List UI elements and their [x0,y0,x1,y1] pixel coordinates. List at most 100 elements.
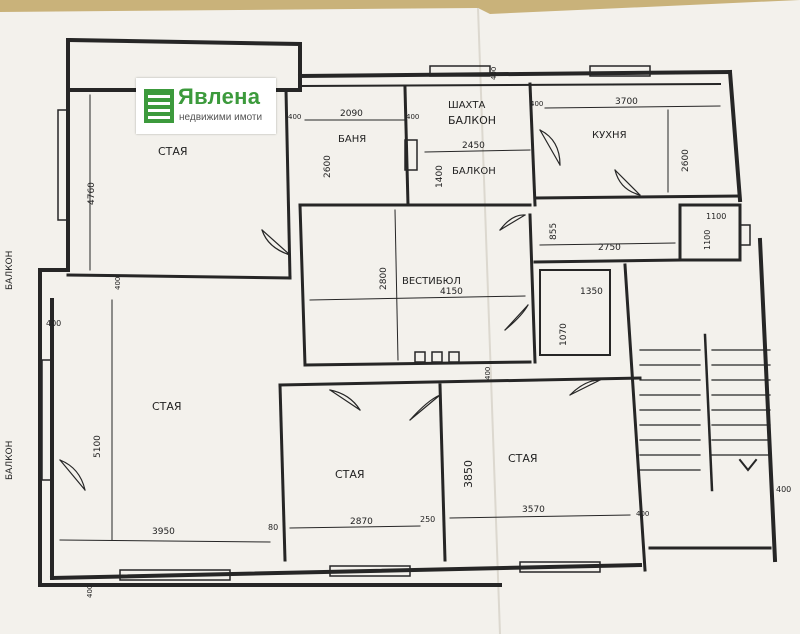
room-label-balkon-shaft: БАЛКОН [448,114,496,127]
door-swing-1 [261,229,291,256]
room-label-vestibyul: ВЕСТИБЮЛ [402,276,461,287]
window-right-1 [739,224,751,246]
dim-1350: 1350 [580,287,603,297]
dim-3700: 3700 [615,97,638,107]
room-label-stai-3: СТАЯ [335,468,365,481]
window-bottom-1 [119,569,231,581]
door-swing-4 [614,169,641,196]
wall-corridor-bottom [533,258,682,264]
room-label-banya: БАНЯ [338,134,366,145]
door-swing-9 [504,304,529,331]
window-bottom-3 [519,561,601,573]
dim-400-7: 400 [484,367,492,380]
dim-3950: 3950 [152,527,175,537]
door-swing-2 [329,389,361,411]
dim-4760: 4760 [87,182,97,205]
dim-line-2450 [424,149,531,153]
window-bath [404,139,418,171]
door-swing-7 [569,379,601,396]
door-swing-6 [59,459,86,491]
dim-2450: 2450 [462,141,485,151]
wall-kitchen-bottom [533,194,742,200]
dim-2870: 2870 [350,517,373,527]
wall-hall-left [298,203,307,367]
dim-80: 80 [268,523,278,532]
outer-wall-right [727,69,743,203]
door-swing-8 [499,214,526,231]
room-label-balkon-left: БАЛКОН [5,441,15,480]
outer-wall-bottom [49,562,643,581]
dim-400-5: 400 [46,319,61,328]
dim-2090: 2090 [340,109,363,119]
dim-400-1: 400 [288,113,301,121]
dim-400-6: 400 [114,277,122,290]
logo-subtitle: недвижими имоти [179,112,263,123]
vent-1 [414,351,426,363]
wall-room3-right [438,383,447,562]
logo-name: Явлена [178,84,261,109]
dim-2600-kitchen: 2600 [681,149,691,172]
room-label-stai-1: СТАЯ [158,145,188,158]
dim-2800: 2800 [379,267,389,290]
dim-1070: 1070 [559,323,569,346]
wall-room1-bottom [66,273,292,280]
pantry-box [539,269,611,356]
wall-room2-right [278,383,287,562]
outer-wall-top-inner [298,82,722,88]
dim-4150: 4150 [440,287,463,297]
outer-wall-top [297,69,733,79]
dim-line-2750 [539,242,676,246]
dim-400-4: 400 [490,67,498,80]
window-top-1 [589,65,651,77]
window-top-2 [429,65,491,77]
dim-400-9: 400 [776,485,791,494]
wall-hall-bottom [303,360,532,367]
dim-400-10: 400 [86,585,94,598]
wall-hall-right [528,213,537,364]
outer-wall-right-lower [757,237,778,563]
dim-400-2: 400 [406,113,419,121]
agency-logo: Явлена недвижими имоти [136,78,276,134]
dim-1100-h: 1100 [706,212,726,221]
stair-wall [623,263,647,572]
dim-5100: 5100 [93,435,103,458]
dim-1400: 1400 [435,165,445,188]
dim-line-3570 [449,514,631,519]
door-swing-5 [539,129,561,166]
paper-fold [477,7,501,634]
dim-line-3700 [544,105,721,109]
dim-line-2800 [394,209,399,361]
window-left-2 [41,359,53,481]
wall-bath-right [403,86,410,207]
dim-250: 250 [420,515,435,524]
dim-2750: 2750 [598,243,621,253]
room-label-balkon: БАЛКОН [452,166,496,177]
window-bottom-2 [329,565,411,577]
window-left-1 [57,109,69,221]
dim-3570: 3570 [522,505,545,515]
room-label-balkon-left-top: БАЛКОН [5,251,15,290]
dim-line-3950 [59,539,271,543]
room-label-shahta: ШАХТА [448,100,485,111]
dim-1100-v: 1100 [703,230,712,250]
dim-400-8: 400 [636,510,649,518]
door-swing-3 [409,394,441,421]
vent-3 [448,351,460,363]
logo-mark-icon [144,89,174,123]
wall-room1-right [284,88,292,280]
wall-rooms-top [278,376,642,387]
vent-2 [431,351,443,363]
dim-855: 855 [549,223,559,240]
room-label-kuhnya: КУХНЯ [592,130,627,141]
dim-line-2870 [289,525,421,529]
dim-3850: 3850 [462,460,475,488]
wall-shaft-right [528,82,537,207]
dim-400-3: 400 [530,100,543,108]
dim-line-4150 [309,295,526,301]
staircase [639,333,771,492]
room-label-stai-4: СТАЯ [508,452,538,465]
room-label-stai-2: СТАЯ [152,400,182,413]
